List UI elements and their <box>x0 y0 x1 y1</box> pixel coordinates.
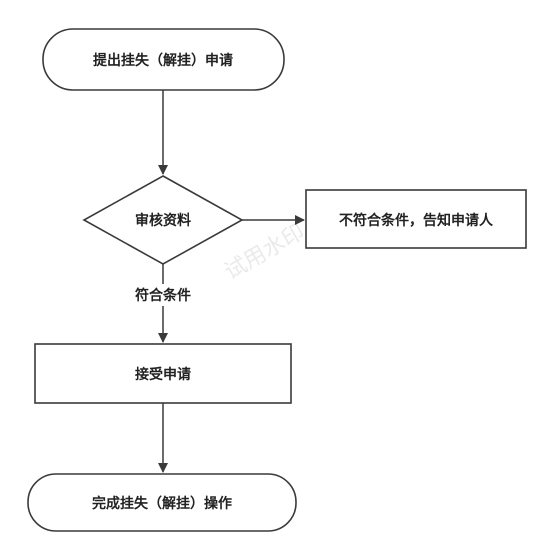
review-decision-shape <box>82 175 244 265</box>
start-node: 提出挂失（解挂）申请 <box>42 28 285 91</box>
end-node-shape <box>27 473 297 532</box>
start-node-label: 提出挂失（解挂）申请 <box>93 52 233 69</box>
reject-process-node: 不符合条件，告知申请人 <box>305 189 527 249</box>
edge-label-background <box>118 284 208 306</box>
watermark-text: 试用水印 <box>221 220 310 286</box>
accept-process-label: 接受申请 <box>135 366 191 383</box>
accept-process-shape <box>34 343 292 404</box>
reject-process-shape <box>305 189 527 249</box>
review-decision-label: 审核资料 <box>135 212 191 229</box>
accept-process-node: 接受申请 <box>34 343 292 404</box>
review-decision-node: 审核资料 <box>82 175 244 265</box>
end-node: 完成挂失（解挂）操作 <box>27 473 297 532</box>
start-node-shape <box>42 28 285 91</box>
end-node-label: 完成挂失（解挂）操作 <box>92 495 232 512</box>
reject-process-label: 不符合条件，告知申请人 <box>339 212 494 229</box>
condition-label: 符合条件 <box>134 287 191 304</box>
